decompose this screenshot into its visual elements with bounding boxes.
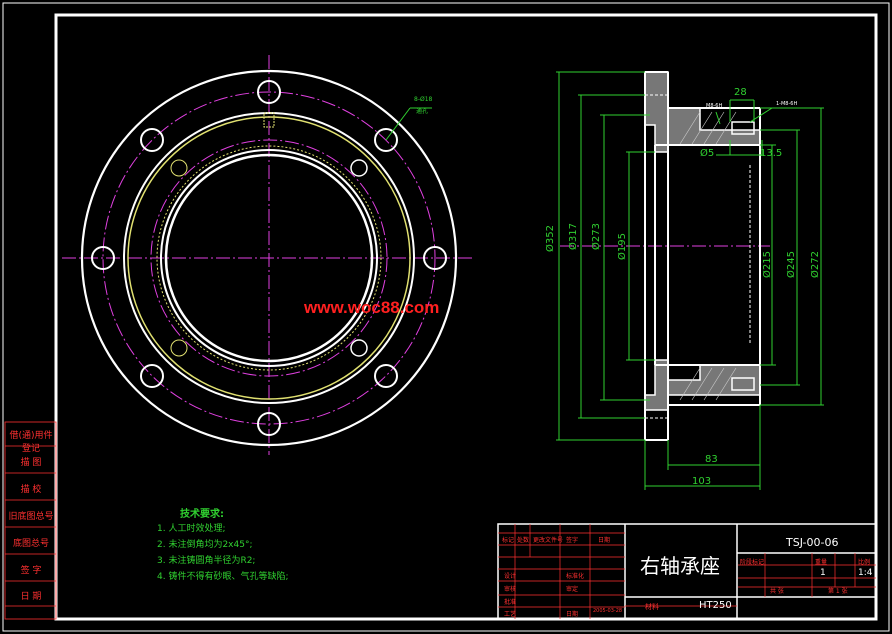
hidden-circle — [156, 145, 382, 371]
tech-req-item: 4. 铸件不得有砂眼、气孔等缺陷; — [157, 572, 289, 582]
row-label: 标记 — [502, 537, 515, 544]
bolt-hole — [140, 128, 164, 152]
tap-circle — [150, 139, 388, 377]
stage-label: 阶段标记 — [740, 559, 765, 566]
tech-req-title: 技术要求: — [180, 509, 224, 520]
check-label: 审核 — [504, 586, 517, 593]
date-label: 日期 — [566, 611, 579, 618]
tech-req-item: 3. 未注铸圆角半径为R2; — [157, 556, 256, 566]
dim-d352: Ø352 — [545, 225, 556, 252]
row-label: 日期 — [598, 537, 611, 544]
title-block-lines — [497, 523, 877, 620]
scale-label: 比例 — [858, 559, 871, 566]
title-block-grid — [498, 524, 876, 619]
bore-step — [160, 149, 378, 367]
bolt-hole — [423, 246, 447, 270]
thread-note-right: 1-M8-6H — [776, 101, 798, 107]
row-label: 处数 — [517, 537, 530, 544]
tapped-hole — [350, 159, 368, 177]
dim-d195: Ø195 — [617, 233, 628, 260]
register-label: 描 图 — [20, 458, 42, 468]
tapped-hole — [170, 159, 188, 177]
hub-ring — [127, 116, 411, 400]
watermark-text: www.woc88.com — [304, 298, 440, 317]
hole-callout: 8-Ø18 — [414, 96, 433, 103]
hole-callout-note: 通孔 — [416, 108, 429, 115]
dim-13-5: 13.5 — [760, 148, 783, 159]
dim-103: 103 — [692, 476, 712, 487]
quantity-value: 1 — [820, 568, 826, 578]
bolt-hole — [374, 364, 398, 388]
thread-note-left: M8-6H — [706, 103, 723, 109]
audit-label: 审定 — [566, 586, 579, 593]
flange-outer — [80, 69, 458, 447]
date-value: 2005-03-28 — [593, 608, 623, 614]
material-value: HT250 — [699, 600, 732, 611]
register-label: 旧底图总号 — [8, 512, 54, 522]
row-label: 签字 — [566, 537, 579, 544]
material-label: 材料 — [645, 603, 659, 611]
tapped-hole — [350, 339, 368, 357]
scale-value: 1:4 — [858, 568, 873, 578]
dim-d272: Ø272 — [810, 251, 821, 278]
bolt-hole — [257, 80, 281, 104]
dim-d215: Ø215 — [762, 251, 773, 278]
bore — [164, 153, 374, 363]
dim-28: 28 — [734, 87, 747, 98]
drawing-number: TSJ-00-06 — [786, 536, 839, 549]
dim-d317: Ø317 — [568, 223, 579, 250]
side-register-lines — [4, 421, 57, 620]
inner-frame — [54, 13, 878, 621]
dim-d5: Ø5 — [700, 148, 715, 159]
std-check-label: 标准化 — [566, 573, 585, 580]
tech-req-item: 1. 人工时效处理; — [157, 524, 226, 534]
section-view — [556, 71, 824, 490]
bolt-hole — [91, 246, 115, 270]
register-label: 底图总号 — [12, 539, 49, 549]
tapped-hole — [170, 339, 188, 357]
register-label: 描 校 — [20, 485, 42, 495]
register-label: 借(通)用件登记 — [9, 431, 53, 454]
bolt-hole — [374, 128, 398, 152]
tech-req-item: 2. 未注倒角均为2x45°; — [157, 540, 253, 550]
register-label: 签 字 — [20, 566, 42, 576]
dim-83: 83 — [705, 454, 718, 465]
front-view — [62, 55, 475, 455]
bolt-hole — [140, 364, 164, 388]
sheets-total: 共 张 — [770, 588, 784, 595]
bolt-hole — [257, 412, 281, 436]
weight-label: 重量 — [815, 559, 828, 566]
bolt-circle — [102, 91, 436, 425]
register-label: 日 期 — [20, 592, 42, 602]
row-label: 更改文件号 — [533, 537, 564, 544]
sheet-number: 第 1 张 — [828, 588, 848, 595]
process-label: 工艺 — [504, 611, 517, 618]
dim-d245: Ø245 — [786, 251, 797, 278]
design-label: 设计 — [504, 573, 517, 580]
part-name: 右轴承座 — [640, 554, 720, 578]
approve-label: 批准 — [504, 599, 517, 606]
dim-d273: Ø273 — [591, 223, 602, 250]
